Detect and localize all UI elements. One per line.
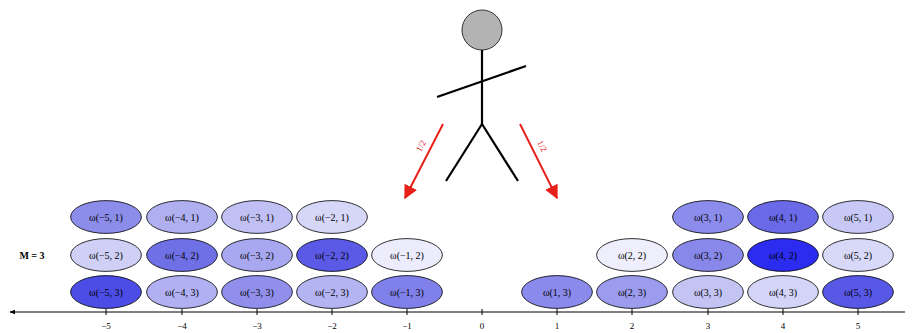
ellipse-shape <box>748 276 819 309</box>
row-count-label: M = 3 <box>19 250 44 261</box>
ellipse-shape <box>522 276 593 309</box>
omega-ellipse: ω(−4, 2) <box>146 238 218 272</box>
ellipse-shape <box>147 239 218 272</box>
ellipse-shape <box>372 276 443 309</box>
omega-ellipse: ω(−5, 3) <box>70 275 142 309</box>
omega-ellipse: ω(−3, 1) <box>221 200 293 234</box>
omega-ellipse: ω(−5, 1) <box>70 200 142 234</box>
omega-ellipse: ω(−4, 3) <box>146 275 218 309</box>
omega-ellipse: ω(−2, 1) <box>296 200 368 234</box>
node-label: ω(−2, 2) <box>315 250 349 261</box>
ellipse-shape <box>71 239 142 272</box>
node-label: ω(−2, 1) <box>315 212 349 223</box>
tick-label: −2 <box>327 321 337 331</box>
node-label: ω(−5, 1) <box>89 212 123 223</box>
node-label: ω(−4, 3) <box>165 287 199 298</box>
axis-ticks <box>106 309 858 315</box>
omega-ellipse: ω(−2, 2) <box>296 238 368 272</box>
omega-ellipse: ω(1, 3) <box>521 275 593 309</box>
ellipse-shape <box>823 276 894 309</box>
ellipse-shape <box>71 276 142 309</box>
tick-label: −3 <box>252 321 262 331</box>
node-label: ω(−5, 3) <box>89 287 123 298</box>
node-label: ω(3, 1) <box>694 212 722 223</box>
node-label: ω(−3, 2) <box>240 250 274 261</box>
probability-label: 1/2 <box>535 139 549 154</box>
node-label: ω(−1, 2) <box>390 250 424 261</box>
omega-ellipse: ω(−4, 1) <box>146 200 218 234</box>
omega-ellipse: ω(3, 2) <box>672 238 744 272</box>
ellipse-shape <box>222 239 293 272</box>
ellipse-shape <box>297 201 368 234</box>
node-label: ω(4, 1) <box>769 212 797 223</box>
omega-ellipse: ω(−2, 3) <box>296 275 368 309</box>
ellipse-shape <box>748 239 819 272</box>
omega-ellipse: ω(−5, 2) <box>70 238 142 272</box>
omega-ellipse: ω(2, 2) <box>596 238 668 272</box>
node-label: ω(−2, 3) <box>315 287 349 298</box>
node-label: ω(−1, 3) <box>390 287 424 298</box>
node-label: ω(−4, 2) <box>165 250 199 261</box>
node-label: ω(3, 3) <box>694 287 722 298</box>
ellipse-shape <box>222 276 293 309</box>
tick-label: −5 <box>101 321 111 331</box>
node-label: ω(−3, 1) <box>240 212 274 223</box>
tick-label: −1 <box>402 321 412 331</box>
omega-ellipse: ω(4, 1) <box>747 200 819 234</box>
omega-ellipse: ω(5, 1) <box>822 200 894 234</box>
ellipse-shape <box>147 276 218 309</box>
node-label: ω(4, 3) <box>769 287 797 298</box>
node-label: ω(1, 3) <box>543 287 571 298</box>
ellipse-shape <box>297 239 368 272</box>
omega-ellipse: ω(−3, 2) <box>221 238 293 272</box>
ellipse-shape <box>748 201 819 234</box>
ellipse-shape <box>823 239 894 272</box>
node-label: ω(5, 3) <box>844 287 872 298</box>
ellipse-shape <box>597 239 668 272</box>
tick-label: 0 <box>480 321 485 331</box>
omega-ellipse: ω(−1, 2) <box>371 238 443 272</box>
stick-figure <box>437 10 526 181</box>
tick-label: −4 <box>177 321 187 331</box>
omega-ellipse: ω(2, 3) <box>596 275 668 309</box>
node-label: ω(2, 3) <box>618 287 646 298</box>
ellipse-shape <box>597 276 668 309</box>
node-label: ω(3, 2) <box>694 250 722 261</box>
ellipse-shape <box>673 239 744 272</box>
ellipse-shape <box>823 201 894 234</box>
tick-label: 5 <box>856 321 861 331</box>
omega-ellipse: ω(3, 3) <box>672 275 744 309</box>
ellipse-shape <box>673 276 744 309</box>
ellipse-shape <box>673 201 744 234</box>
axis-line <box>10 312 905 313</box>
ellipse-shape <box>147 201 218 234</box>
tick-label: 4 <box>781 321 786 331</box>
omega-ellipse: ω(3, 1) <box>672 200 744 234</box>
tick-label: 1 <box>555 321 560 331</box>
ellipse-shape <box>297 276 368 309</box>
node-label: ω(−5, 2) <box>89 250 123 261</box>
node-label: ω(5, 2) <box>844 250 872 261</box>
omega-ellipse: ω(5, 2) <box>822 238 894 272</box>
jump-arrow <box>520 124 557 198</box>
ellipse-shape <box>222 201 293 234</box>
omega-ellipse: ω(−1, 3) <box>371 275 443 309</box>
jump-arrow <box>405 124 443 198</box>
node-label: ω(−3, 3) <box>240 287 274 298</box>
omega-ellipse: ω(4, 3) <box>747 275 819 309</box>
probability-label: 1/2 <box>414 139 428 154</box>
node-label: ω(5, 1) <box>844 212 872 223</box>
node-label: ω(4, 2) <box>769 250 797 261</box>
tick-label: 3 <box>706 321 711 331</box>
tick-label: 2 <box>630 321 635 331</box>
node-label: ω(2, 2) <box>618 250 646 261</box>
omega-ellipse: ω(−3, 3) <box>221 275 293 309</box>
ellipse-shape <box>71 201 142 234</box>
omega-ellipse: ω(4, 2) <box>747 238 819 272</box>
ellipse-shape <box>372 239 443 272</box>
omega-ellipse: ω(5, 3) <box>822 275 894 309</box>
node-label: ω(−4, 1) <box>165 212 199 223</box>
